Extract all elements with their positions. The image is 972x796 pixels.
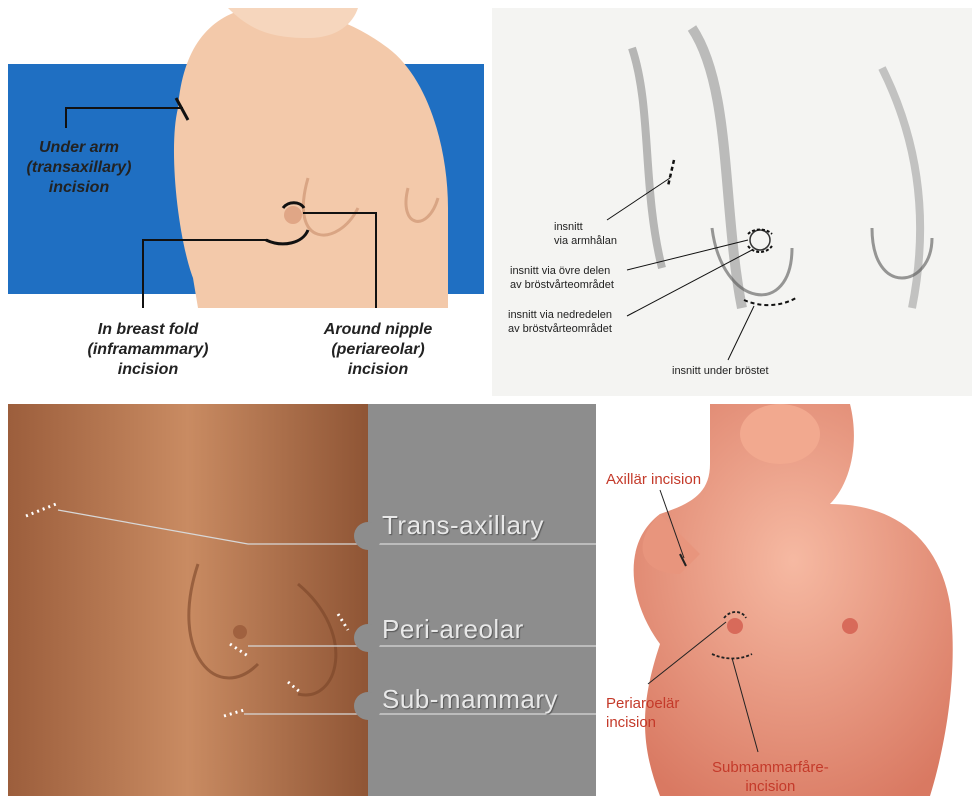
armhalan-incision	[668, 160, 674, 186]
label-submammar: Submammarfåre- incision	[712, 758, 829, 796]
panel-transaxillary-diagram: Under arm (transaxillary) incision In br…	[8, 8, 484, 396]
label-underarm: Under arm (transaxillary) incision	[14, 138, 144, 198]
sub-tab	[354, 692, 382, 720]
label-nedre: insnitt via nedredelen av bröstvårteområ…	[508, 308, 612, 336]
photo-nipple	[233, 625, 247, 639]
under-incision	[744, 298, 796, 305]
torso-sketch	[492, 8, 972, 396]
label-under: insnitt under bröstet	[672, 364, 769, 378]
panel-red-diagram: Axillär incision Periaroelär incision Su…	[600, 404, 972, 796]
label-periaroelar: Periaroelär incision	[606, 694, 679, 732]
trans-tab	[354, 522, 382, 550]
label-trans-axillary: Trans-axillary	[382, 510, 544, 541]
chin	[740, 404, 820, 464]
nipple-red-right	[842, 618, 858, 634]
nedre-incision	[748, 246, 772, 252]
sketch-breast	[712, 228, 792, 295]
sketch-nipple	[750, 230, 770, 250]
under-leader	[728, 306, 754, 360]
label-breastfold: In breast fold (inframammary) incision	[68, 320, 228, 380]
sketch-torso-line	[692, 28, 742, 308]
label-peri-areolar: Peri-areolar	[382, 614, 524, 645]
label-axillar: Axillär incision	[606, 470, 701, 489]
nipple-red	[727, 618, 743, 634]
label-ovre: insnitt via övre delen av bröstvårteområ…	[510, 264, 614, 292]
armhalan-leader	[607, 178, 670, 220]
peri-tab	[354, 624, 382, 652]
label-sub-mammary: Sub-mammary	[382, 684, 558, 715]
panel-sketch-diagram: insnitt via armhålan insnitt via övre de…	[492, 8, 972, 396]
panel-photo-diagram: Trans-axillary Peri-areolar Sub-mammary	[8, 404, 596, 796]
label-nipple: Around nipple (periareolar) incision	[308, 320, 448, 380]
photo-illustration	[8, 404, 596, 796]
sketch-arm	[632, 48, 662, 268]
torso-shape-red	[634, 404, 953, 796]
nipple	[284, 206, 302, 224]
label-armhalan: insnitt via armhålan	[554, 220, 617, 248]
torso-shape	[174, 8, 448, 308]
gray-area	[368, 404, 596, 796]
torso-illustration-4	[600, 404, 972, 796]
